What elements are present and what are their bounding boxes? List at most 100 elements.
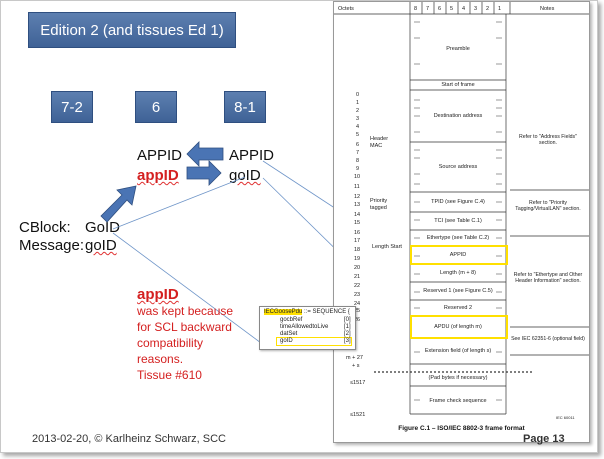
octet-number: ≤1521 xyxy=(350,412,366,418)
bit-label: 4 xyxy=(462,6,466,12)
row-tci: TCI (see Table C.1) xyxy=(434,218,482,224)
note-line: Tissue #610 xyxy=(137,368,202,382)
octet-number: 9 xyxy=(356,166,360,172)
goose-pdu-head-rest: ::= SEQUENCE { xyxy=(302,309,350,315)
appid-layer8: APPID xyxy=(229,147,275,164)
octet-number: 10 xyxy=(354,174,361,180)
edition-label-box: Edition 2 (and tissues Ed 1) xyxy=(28,12,236,48)
octet-number: 6 xyxy=(356,142,360,148)
layer-label: 6 xyxy=(151,98,161,116)
row-reserved-2: Reserved 2 xyxy=(443,305,473,311)
goid-highlight xyxy=(276,337,352,346)
row-pad-bytes: (Pad bytes if necessary) xyxy=(428,375,488,381)
pdu-field-num: [2] xyxy=(344,331,351,337)
arrow-diagonal-icon xyxy=(100,185,137,223)
row-preamble: Preamble xyxy=(446,46,470,52)
row-apdu: APDU (of length m) xyxy=(434,324,482,330)
side-label-length-start: Length Start xyxy=(372,244,402,250)
octet-number: 15 xyxy=(354,220,361,226)
octet-number: 8 xyxy=(356,158,360,164)
row-reserved-1: Reserved 1 (see Figure C.5) xyxy=(423,288,493,294)
octet-number: 23 xyxy=(354,292,361,298)
bit-label: 5 xyxy=(450,6,454,12)
octet-number: 26 xyxy=(354,317,361,323)
note-line: reasons. xyxy=(137,352,184,366)
figure-caption: Figure C.1 – ISO/IEC 8802-3 frame format xyxy=(398,425,525,432)
row-length: Length (m + 8) xyxy=(440,270,476,276)
row-start-of-frame: Start of frame xyxy=(441,82,475,88)
octet-number: 20 xyxy=(354,265,361,271)
notes-header: Notes xyxy=(540,6,555,12)
row-extension: Extension field (of length s) xyxy=(424,348,492,354)
octet-number: 19 xyxy=(354,256,361,262)
octet-number: 2 xyxy=(356,108,360,114)
bit-label: 7 xyxy=(426,6,430,12)
row-tpid: TPID (see Figure C.4) xyxy=(431,199,485,205)
bit-label: 6 xyxy=(438,6,442,12)
note-address-fields: Refer to "Address Fields" section. xyxy=(519,134,577,146)
row-ethertype: Ethertype (see Table C.2) xyxy=(426,235,490,241)
octet-number: 13 xyxy=(354,202,361,208)
octet-number: m + 27 xyxy=(346,355,363,361)
bit-label: 1 xyxy=(498,6,502,12)
pdu-field-num: [1] xyxy=(344,324,351,330)
note-heading: appID xyxy=(137,286,179,303)
goose-pdu-head: IECGoosePdu xyxy=(264,309,303,315)
appid-note: appID was kept because for SCL backward … xyxy=(137,287,233,383)
layer-box-7-2: 7-2 xyxy=(51,91,93,123)
side-label-header: Header xyxy=(370,136,389,142)
octet-number: 1 xyxy=(356,100,360,106)
apdu-highlight xyxy=(410,315,508,339)
note-iec-62351: See IEC 62351-6 (optional field) xyxy=(511,336,585,342)
note-line: for SCL backward xyxy=(137,320,232,334)
octet-number: 14 xyxy=(354,212,361,218)
octet-number: 3 xyxy=(356,116,360,122)
figure-code: IEC 60011 xyxy=(556,415,575,420)
appid-layer6: APPID xyxy=(137,147,183,164)
appid-highlight xyxy=(410,245,508,265)
pdu-field: gocbRef xyxy=(280,317,303,323)
appid-lower: appID xyxy=(137,167,179,184)
arrow-right-icon xyxy=(186,160,222,186)
note-line: compatibility xyxy=(137,336,204,350)
message-label: Message: xyxy=(19,237,85,254)
layer-box-6: 6 xyxy=(135,91,177,123)
row-source-address: Source address xyxy=(438,164,478,170)
octet-number: 16 xyxy=(354,230,361,236)
layer-label: 7-2 xyxy=(61,98,83,116)
note-priority-tagging: Refer to "Priority Tagging/VirtualLAN" s… xyxy=(515,200,581,212)
octet-number: ≤1517 xyxy=(350,380,366,386)
octet-number: 21 xyxy=(354,274,361,280)
octet-number: 7 xyxy=(356,150,360,156)
row-fcs: Frame check sequence xyxy=(429,398,487,404)
page-number: Page 13 xyxy=(523,433,565,445)
octet-number: 25 xyxy=(354,308,361,314)
octet-number: 0 xyxy=(356,92,360,98)
octet-number: 11 xyxy=(354,184,360,190)
edition-label: Edition 2 (and tissues Ed 1) xyxy=(40,21,224,39)
octet-number: 18 xyxy=(354,247,361,253)
octet-number: 5 xyxy=(356,132,360,138)
message-value: goID xyxy=(85,237,117,254)
pdu-field-goid: goID xyxy=(280,338,293,344)
pdu-field-num: [0] xyxy=(344,317,351,323)
cblock-value: GoID xyxy=(85,219,121,236)
cblock-label: CBlock: xyxy=(19,219,71,236)
arrow-left-icon xyxy=(186,141,224,167)
note-line: was kept because xyxy=(137,304,234,318)
connector-message-1 xyxy=(112,176,246,230)
row-destination-address: Destination address xyxy=(433,113,483,119)
connector-message-2 xyxy=(112,232,262,344)
bit-label: 2 xyxy=(486,6,490,12)
bit-label: 3 xyxy=(474,6,478,12)
footer-text: 2013-02-20, © Karlheinz Schwarz, SCC xyxy=(32,433,226,445)
octet-number: + s xyxy=(352,363,360,369)
pdu-field: timeAllowedtoLive xyxy=(280,324,329,330)
side-label-mac: MAC xyxy=(370,143,383,149)
octet-number: 12 xyxy=(354,194,361,200)
bit-label: 8 xyxy=(414,6,418,12)
octet-number: 22 xyxy=(354,283,361,289)
layer-box-8-1: 8-1 xyxy=(224,91,266,123)
pdu-field-num: [3] xyxy=(344,338,351,344)
goid-layer8: goID xyxy=(229,167,261,184)
